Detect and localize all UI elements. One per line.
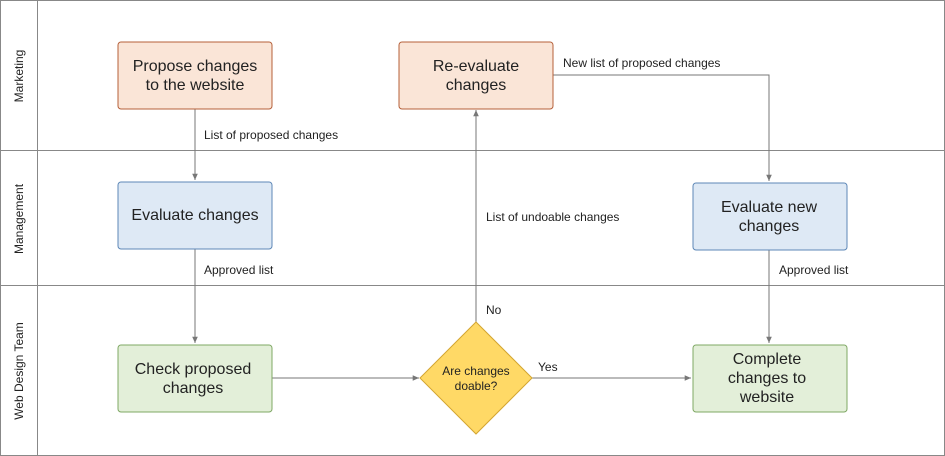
edge-label-approved-list-right: Approved list xyxy=(779,263,849,277)
connectors xyxy=(192,74,772,381)
edge-label-approved-list-left: Approved list xyxy=(204,263,274,277)
edge-label-new-list-of-proposed-changes: New list of proposed changes xyxy=(563,56,720,70)
edge-label-list-of-undoable-changes: List of undoable changes xyxy=(486,210,619,224)
edge-label-list-of-proposed-changes: List of proposed changes xyxy=(204,128,338,142)
edge-label-no: No xyxy=(486,303,502,317)
edge-label-yes: Yes xyxy=(538,360,558,374)
svg-text:Evaluate changes: Evaluate changes xyxy=(131,207,258,224)
lane-label-marketing: Marketing xyxy=(12,50,26,103)
lane-label-management: Management xyxy=(12,183,26,254)
node-evaluate-changes: Evaluate changes xyxy=(117,181,273,250)
lane-label-web-design-team: Web Design Team xyxy=(12,322,26,420)
edge-reevaluate-to-evaluate-new xyxy=(553,74,772,181)
